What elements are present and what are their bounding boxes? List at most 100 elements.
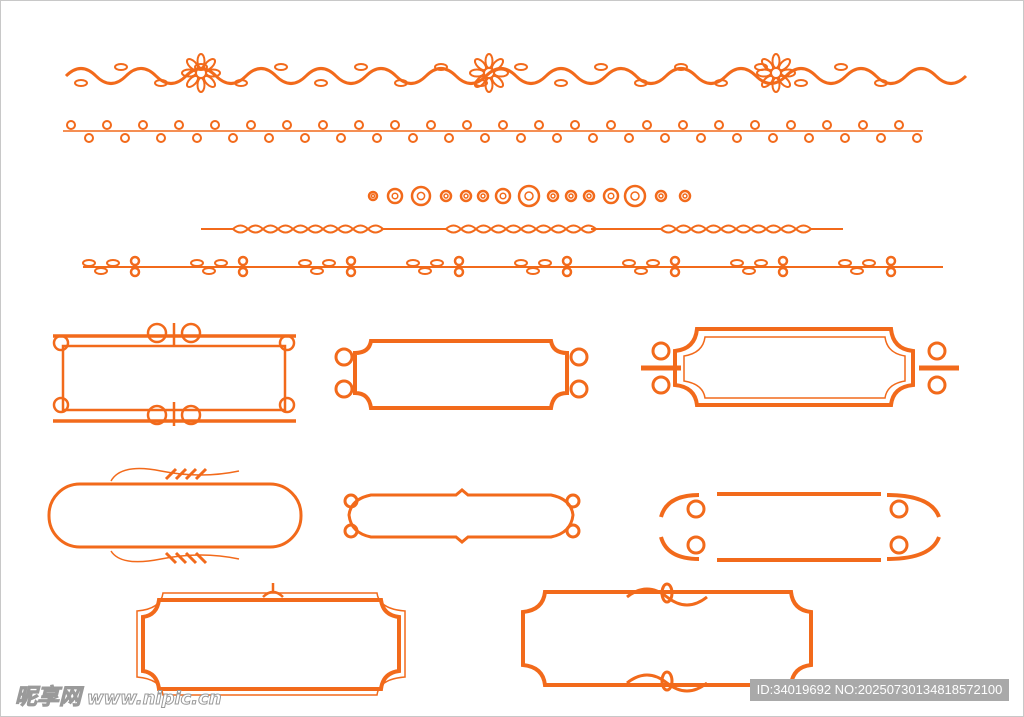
wave [232,224,384,234]
leaf [106,259,120,267]
swirl [476,189,490,203]
curl [138,120,148,130]
leaf [674,63,688,71]
leaf [514,63,528,71]
knot-loop [669,266,681,278]
knot-loop [453,255,465,267]
swirl [517,184,541,208]
leaf [838,259,852,267]
leaf [114,63,128,71]
leaf [742,267,756,275]
curl [408,133,418,143]
leaf [310,267,324,275]
leaf [430,259,444,267]
leaf [322,259,336,267]
leaf [354,63,368,71]
leaf [538,259,552,267]
swirl-inner [682,193,688,199]
knot-loop [129,266,141,278]
frame-flourish-corners [343,488,581,544]
leaf [74,79,88,87]
curl [318,120,328,130]
curl [750,120,760,130]
leaf [834,63,848,71]
leaf [434,63,448,71]
leaf [82,259,96,267]
swirl [582,189,596,203]
swirl [410,185,432,207]
curl [372,133,382,143]
curl [822,120,832,130]
leaf [234,79,248,87]
curl [84,133,94,143]
curl [786,120,796,130]
wave [445,224,597,234]
leaf [194,63,208,71]
swirl [546,189,560,203]
leaf [214,259,228,267]
leaf [554,79,568,87]
curl [426,120,436,130]
swirl [386,187,404,205]
knot-loop [345,255,357,267]
vine-border-flowers [64,53,968,93]
leaf [298,259,312,267]
wave-line-border [201,224,843,234]
frame-curl-ends [334,339,589,410]
swirl [494,187,512,205]
leaf [94,267,108,275]
swirl-inner [568,193,574,199]
knot-loop [129,255,141,267]
curl [894,120,904,130]
image-id-bar: ID:34019692 NO:20250730134818572100 [750,679,1009,701]
swirl-inner [391,192,399,200]
swirl [564,189,578,203]
leaf [190,259,204,267]
leaf [634,79,648,87]
curl [552,133,562,143]
leaf [202,267,216,275]
leaf [646,259,660,267]
curl [858,120,868,130]
curl [120,133,130,143]
frame-knot-ornament [521,582,813,693]
leaf [514,259,528,267]
frame-scroll-corners [52,322,296,426]
curl [660,133,670,143]
swirl [678,189,692,203]
leaf [622,259,636,267]
curl [102,120,112,130]
curl [768,133,778,143]
curl [732,133,742,143]
curl [156,133,166,143]
leaf [154,79,168,87]
swirl [654,189,668,203]
curl [606,120,616,130]
leaf [594,63,608,71]
curl [840,133,850,143]
curl [570,120,580,130]
swirl [367,190,379,202]
leaf [714,79,728,87]
curl [624,133,634,143]
leaf [314,79,328,87]
leaf [406,259,420,267]
knot-loop [561,266,573,278]
knot-leaf-border [82,255,943,278]
leaf [850,267,864,275]
curl [354,120,364,130]
leaf [526,267,540,275]
swirl-inner [586,193,592,199]
watermark-site-cn: 昵享网 [14,685,82,711]
knot-loop [237,255,249,267]
curl [210,120,220,130]
curl [228,133,238,143]
swirl [623,184,647,208]
leaf [862,259,876,267]
vine-border-leafy [63,120,923,143]
swirl-inner [630,191,640,201]
swirl [459,189,473,203]
curl [66,120,76,130]
